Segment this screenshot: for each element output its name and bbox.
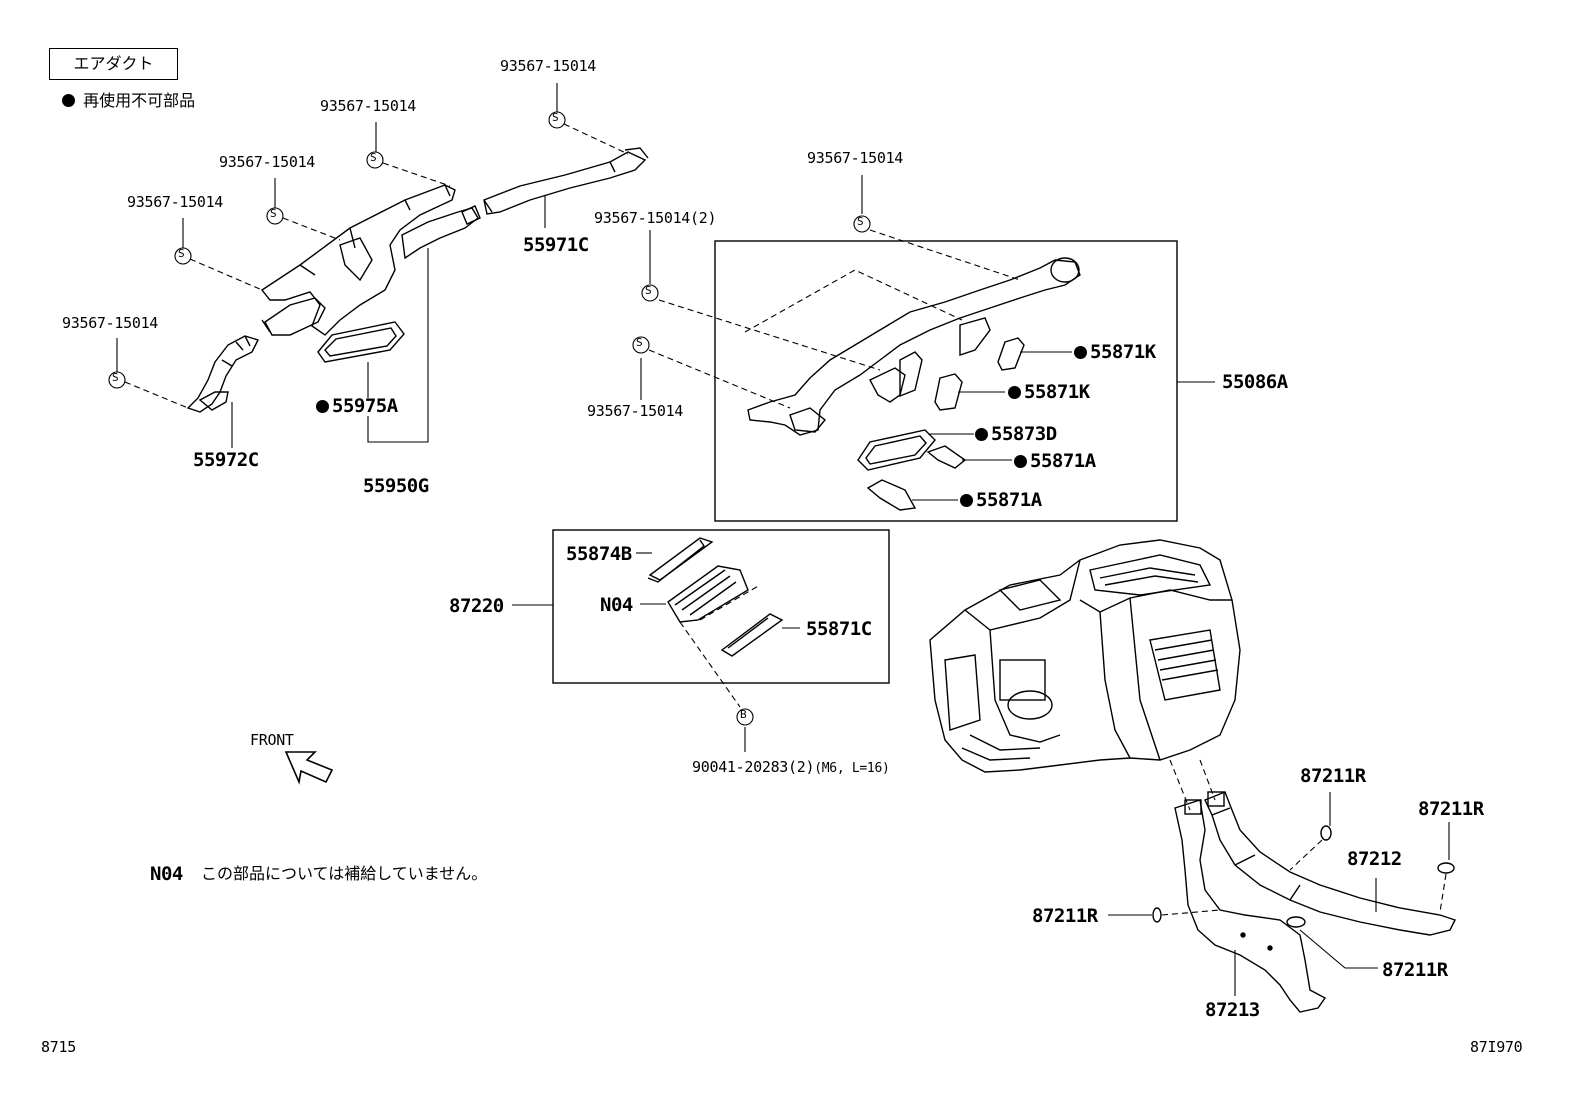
bolt-number: 90041-20283(2) [692, 758, 815, 776]
part-label-93567-d[interactable]: 93567-15014 [127, 193, 224, 211]
duct-87212 [1204, 791, 1456, 936]
non-reusable-dot-icon [1014, 455, 1027, 468]
front-arrow-icon [284, 751, 334, 785]
duct-55971C [483, 147, 649, 215]
footer-right: 87I970 [1470, 1038, 1523, 1056]
filter-parts [647, 537, 784, 657]
screw-icon: S [370, 151, 377, 164]
leader-lines-hvac [1169, 759, 1216, 811]
screw-icon: S [636, 336, 643, 349]
screw-icon: S [270, 207, 277, 220]
part-label-87211R-1[interactable]: 87211R [1300, 765, 1366, 787]
part-label-93567-e[interactable]: 93567-15014 [62, 314, 159, 332]
part-label-87213[interactable]: 87213 [1205, 999, 1260, 1021]
part-number-text: 55871K [1090, 341, 1156, 363]
screw-icon: S [178, 247, 185, 260]
duct-55950G [260, 184, 481, 336]
part-label-55971C[interactable]: 55971C [523, 234, 589, 256]
legend-non-reusable-text: 再使用不可部品 [83, 91, 196, 110]
duct-87213 [1174, 799, 1327, 1013]
part-label-N04[interactable]: N04 [600, 594, 633, 616]
leader-lines-filter [512, 552, 800, 752]
front-label: FRONT [250, 731, 294, 749]
leader-lines-left [116, 83, 629, 448]
part-label-93567-b[interactable]: 93567-15014 [320, 97, 417, 115]
part-number-text: 55871A [1030, 450, 1096, 472]
part-label-55871A-2[interactable]: 55871A [960, 491, 1042, 510]
part-label-55972C[interactable]: 55972C [193, 449, 259, 471]
part-label-55950G[interactable]: 55950G [363, 475, 429, 497]
gaskets-box [857, 337, 1025, 511]
note-code: N04 [150, 863, 183, 885]
group-box-87220 [552, 529, 890, 684]
part-label-93567-c[interactable]: 93567-15014 [219, 153, 316, 171]
part-label-93567-f[interactable]: 93567-15014 [807, 149, 904, 167]
part-number-text: 55873D [991, 423, 1057, 445]
part-label-55086A[interactable]: 55086A [1222, 371, 1288, 393]
legend-title: エアダクト [49, 48, 178, 80]
non-reusable-dot-icon [316, 400, 329, 413]
part-label-87220[interactable]: 87220 [449, 595, 504, 617]
part-label-55871C[interactable]: 55871C [806, 618, 872, 640]
leader-lines-floor [1108, 792, 1450, 996]
part-label-93567-a[interactable]: 93567-15014 [500, 57, 597, 75]
part-label-93567-g[interactable]: 93567-15014(2) [594, 209, 717, 227]
part-number-text: 55975A [332, 395, 398, 417]
non-reusable-dot-icon [62, 94, 75, 107]
group-box-55086A [714, 240, 1178, 522]
fastener-circles [108, 111, 871, 726]
non-reusable-dot-icon [975, 428, 988, 441]
screw-icon: S [857, 215, 864, 228]
duct-55972C [186, 335, 259, 413]
part-label-90041[interactable]: 90041-20283(2)(M6, L=16) [692, 758, 890, 776]
leader-lines-box [640, 175, 1215, 501]
part-label-55871K-2[interactable]: 55871K [1008, 383, 1090, 402]
part-label-87211R-4[interactable]: 87211R [1382, 959, 1448, 981]
note-text: この部品については補給していません。 [201, 864, 488, 883]
part-label-87211R-3[interactable]: 87211R [1032, 905, 1098, 927]
non-reusable-dot-icon [960, 494, 973, 507]
part-label-55871K-1[interactable]: 55871K [1074, 343, 1156, 362]
part-label-55874B[interactable]: 55874B [566, 543, 632, 565]
clips-87211R [1152, 825, 1455, 928]
screw-icon: S [645, 284, 652, 297]
screw-icon: S [112, 371, 119, 384]
part-label-55873D[interactable]: 55873D [975, 425, 1057, 444]
part-label-87211R-2[interactable]: 87211R [1418, 798, 1484, 820]
hvac-unit [929, 539, 1241, 773]
gasket-55975A [317, 321, 405, 363]
non-reusable-dot-icon [1074, 346, 1087, 359]
part-label-55871A-1[interactable]: 55871A [1014, 452, 1096, 471]
part-label-55975A[interactable]: 55975A [316, 397, 398, 416]
non-reusable-dot-icon [1008, 386, 1021, 399]
footer-left: 8715 [41, 1038, 76, 1056]
part-number-text: 55871A [976, 489, 1042, 511]
part-number-text: 55871K [1024, 381, 1090, 403]
part-label-93567-h[interactable]: 93567-15014 [587, 402, 684, 420]
part-label-87212[interactable]: 87212 [1347, 848, 1402, 870]
bolt-spec: (M6, L=16) [814, 761, 890, 776]
legend-non-reusable: 再使用不可部品 [62, 93, 195, 109]
duct-55086A [747, 257, 1081, 436]
screw-icon: S [552, 111, 559, 124]
bolt-icon: B [740, 708, 747, 721]
